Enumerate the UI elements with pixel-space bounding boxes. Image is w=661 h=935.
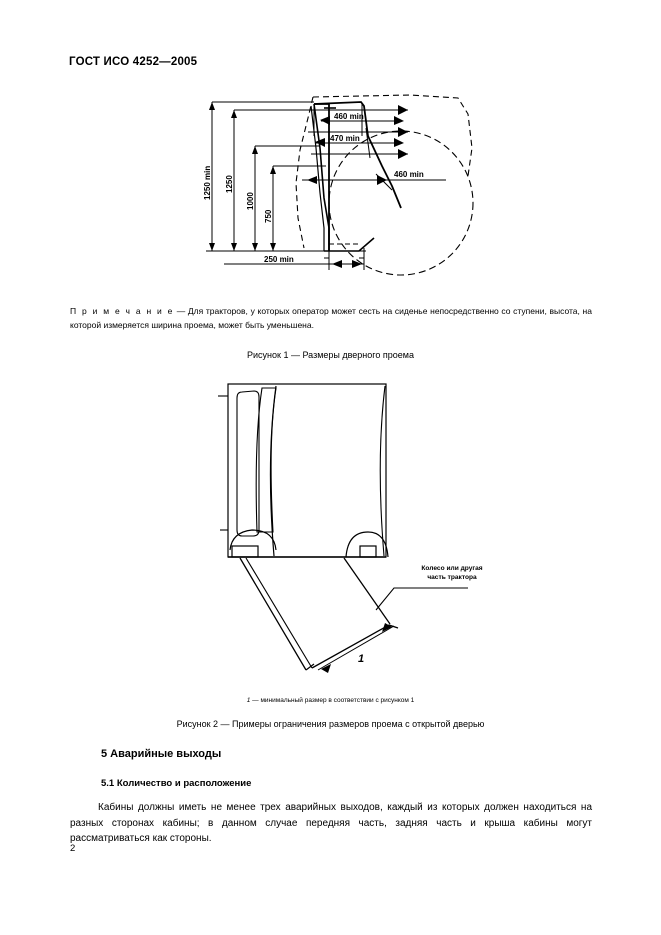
cab-roof-outline <box>312 94 473 177</box>
fender-left <box>229 529 277 551</box>
section-heading-5-1: 5.1 Количество и расположение <box>101 778 252 789</box>
wheel-label-leader <box>375 587 468 611</box>
figure-2-svg: 1 <box>218 383 468 673</box>
open-door-bottom <box>311 624 390 669</box>
page-number: 2 <box>70 843 76 854</box>
dim-470-min-lines <box>308 127 408 159</box>
vertical-dim-arrows <box>209 102 276 251</box>
cab-box <box>227 383 387 558</box>
dim-1000-label: 1000 <box>246 192 255 210</box>
open-door-edge-outer <box>239 557 307 671</box>
figure-2-footnote-text: — минимальный размер в соответствии с ри… <box>252 697 415 704</box>
open-door-hinge-line <box>343 557 391 625</box>
dim-1250-min-label: 1250 min <box>203 166 212 200</box>
dim-1250-label: 1250 <box>225 175 234 193</box>
figure-1-caption: Рисунок 1 — Размеры дверного проема <box>247 350 414 360</box>
dim-460-min-top-label: 460 min <box>334 112 364 121</box>
figure-2-footnote: 1 — минимальный размер в соответствии с … <box>0 697 661 704</box>
dim-750-label: 750 <box>264 209 273 223</box>
clearance-dim-line <box>317 625 395 671</box>
door-inner-panel <box>236 390 260 537</box>
wheel-or-other-part-label: Колесо или другая часть трактора <box>392 564 512 582</box>
figure-2-drawing: 1 <box>218 380 488 680</box>
note-label: П р и м е ч а н и е <box>70 306 174 316</box>
fender-right <box>345 531 389 558</box>
standard-header: ГОСТ ИСО 4252—2005 <box>69 56 198 68</box>
figure-1-note: П р и м е ч а н и е — Для тракторов, у к… <box>70 305 592 332</box>
note-text: Для тракторов, у которых оператор может … <box>70 306 592 330</box>
wheel-label-line-1: Колесо или другая <box>421 565 483 572</box>
figure-1-drawing: 1250 min 1250 1000 750 460 min 470 min 4… <box>196 88 506 283</box>
dim-460-min-lower-label: 460 min <box>394 170 424 179</box>
clearance-dim-label: 1 <box>358 653 364 665</box>
open-door-edge-inner <box>245 557 313 669</box>
figure-2-footnote-marker: 1 <box>246 697 251 704</box>
paragraph-text: Кабины должны иметь не менее трех аварий… <box>70 802 592 844</box>
door-pillar-right <box>313 101 402 209</box>
section-5-1-paragraph: Кабины должны иметь не менее трех аварий… <box>70 800 592 847</box>
note-dash: — <box>176 306 186 316</box>
cab-front-outline <box>295 96 314 249</box>
section-heading-5: 5 Аварийные выходы <box>101 748 222 760</box>
cab-rear-curve <box>379 385 386 557</box>
figure-2-caption: Рисунок 2 — Примеры ограничения размеров… <box>176 719 485 729</box>
figure-1-svg: 1250 min 1250 1000 750 460 min 470 min 4… <box>203 94 474 276</box>
dim-250-min-label: 250 min <box>264 255 294 264</box>
wheel-label-line-2: часть трактора <box>427 574 477 581</box>
dim-470-min-label: 470 min <box>330 134 360 143</box>
